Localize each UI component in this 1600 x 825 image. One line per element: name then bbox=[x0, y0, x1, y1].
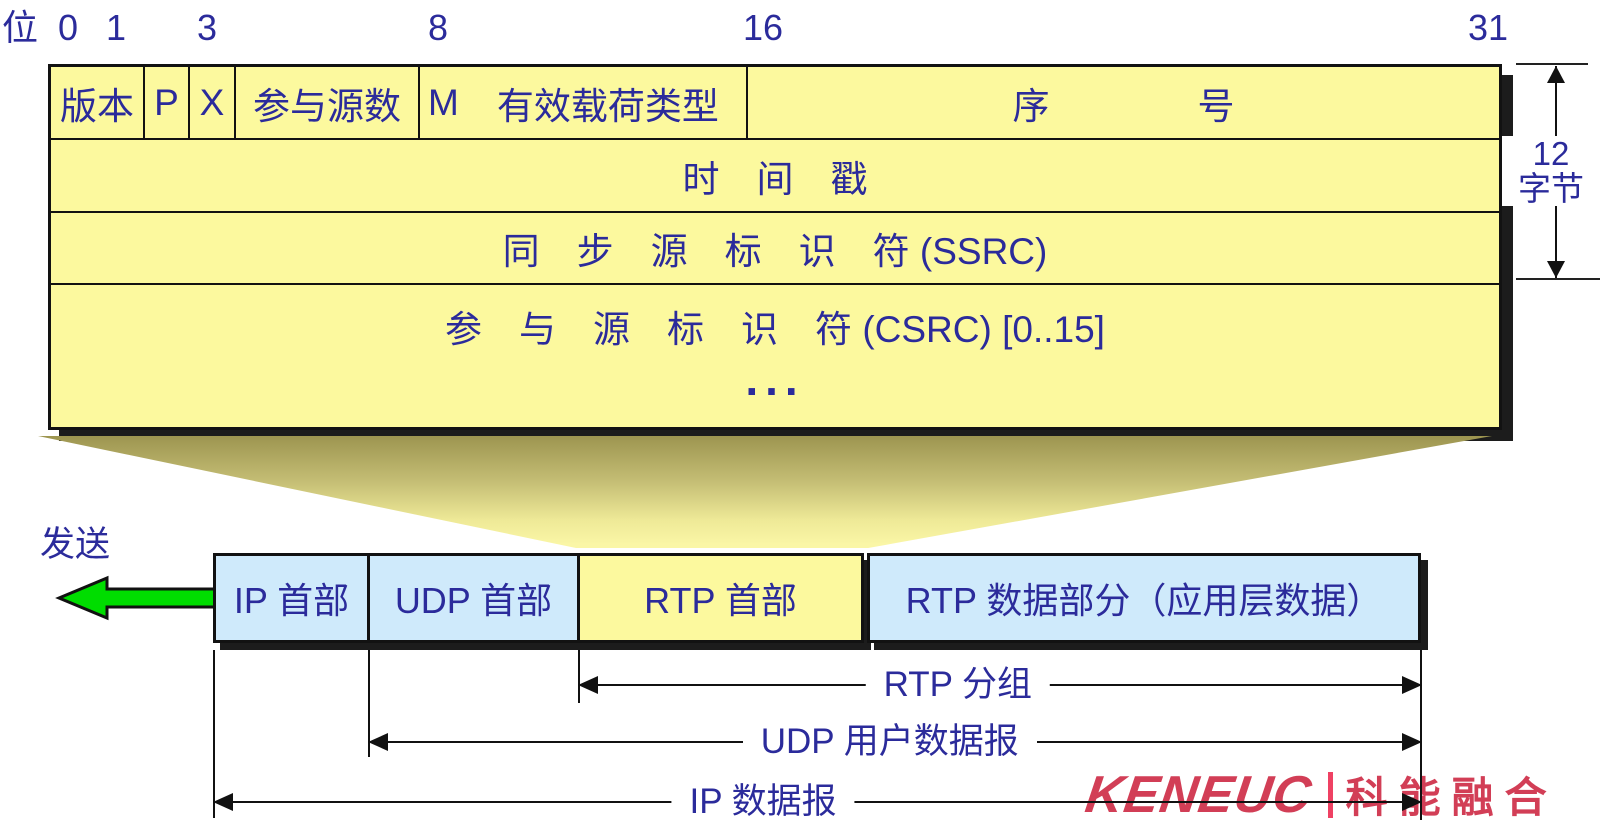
box-rtp-data: RTP 数据部分（应用层数据） bbox=[867, 553, 1421, 643]
bit-tick-0: 0 bbox=[58, 7, 79, 48]
arrow-down-icon bbox=[1547, 261, 1565, 278]
field-m-bit: M bbox=[428, 81, 459, 123]
tick-ip-left bbox=[213, 650, 215, 818]
size-note-unit: 字节 bbox=[1518, 170, 1584, 207]
tick-udp-left bbox=[368, 650, 370, 757]
box-rtp-header: RTP 首部 bbox=[577, 553, 864, 643]
bit-tick-16: 16 bbox=[743, 7, 784, 48]
bit-tick-1: 1 bbox=[106, 7, 127, 48]
field-payload-type: 有效载荷类型 bbox=[496, 85, 719, 127]
byte-bracket-top-tick bbox=[1516, 63, 1588, 65]
logo-cjk-text: 科能融合 bbox=[1345, 774, 1558, 821]
field-csrc-list: 参 与 源 标 识 符 (CSRC) [0..15] ... bbox=[51, 285, 1499, 427]
send-left-arrow-icon bbox=[55, 575, 218, 621]
byte-bracket-bottom-tick bbox=[1516, 278, 1600, 280]
box-ip-header: IP 首部 bbox=[213, 553, 370, 643]
size-note-value: 12 bbox=[1532, 135, 1570, 172]
field-p-bit: P bbox=[145, 67, 190, 138]
arrow-left-icon bbox=[368, 733, 388, 751]
vendor-logo: KENEUC 科能融合 bbox=[1082, 764, 1558, 825]
box-udp-header: UDP 首部 bbox=[367, 553, 580, 643]
span-rtp-packet: RTP 分组 bbox=[578, 664, 1422, 706]
bit-tick-8: 8 bbox=[428, 7, 449, 48]
span-ip-datagram-label: IP 数据报 bbox=[671, 781, 855, 823]
size-note: 12 字节 bbox=[1502, 136, 1600, 206]
send-label: 发送 bbox=[40, 525, 111, 564]
span-rtp-packet-label: RTP 分组 bbox=[865, 664, 1051, 706]
field-version: 版本 bbox=[51, 67, 145, 138]
header-row-1: 版本 P X 参与源数 M 有效载荷类型 序 号 bbox=[51, 67, 1499, 140]
arrow-right-icon bbox=[1402, 793, 1422, 811]
span-ip-datagram: IP 数据报 bbox=[213, 781, 1422, 823]
field-x-bit: X bbox=[190, 67, 236, 138]
logo-separator-bar bbox=[1327, 771, 1333, 818]
arrow-right-icon bbox=[1402, 676, 1422, 694]
field-csrc-label: 参 与 源 标 识 符 (CSRC) [0..15] bbox=[445, 309, 1105, 350]
field-ssrc: 同 步 源 标 识 符 (SSRC) bbox=[51, 213, 1499, 285]
expansion-funnel bbox=[38, 436, 1492, 548]
field-m-payload: M 有效载荷类型 bbox=[420, 67, 748, 138]
field-timestamp: 时 间 戳 bbox=[51, 140, 1499, 213]
field-sequence-number: 序 号 bbox=[1012, 85, 1235, 127]
csrc-ellipsis: ... bbox=[745, 353, 805, 405]
span-udp-datagram-label: UDP 用户数据报 bbox=[742, 721, 1037, 763]
rtp-header-table: 版本 P X 参与源数 M 有效载荷类型 序 号 时 间 戳 同 步 源 标 识… bbox=[48, 64, 1502, 430]
arrow-left-icon bbox=[213, 793, 233, 811]
span-udp-datagram: UDP 用户数据报 bbox=[368, 721, 1422, 763]
field-csrc-count: 参与源数 bbox=[236, 67, 420, 138]
arrow-right-icon bbox=[1402, 733, 1422, 751]
arrow-up-icon bbox=[1547, 66, 1565, 83]
arrow-left-icon bbox=[578, 676, 598, 694]
bit-tick-31: 31 bbox=[1468, 7, 1509, 48]
bit-ruler-prefix: 位 bbox=[2, 7, 39, 48]
bit-tick-3: 3 bbox=[197, 7, 218, 48]
